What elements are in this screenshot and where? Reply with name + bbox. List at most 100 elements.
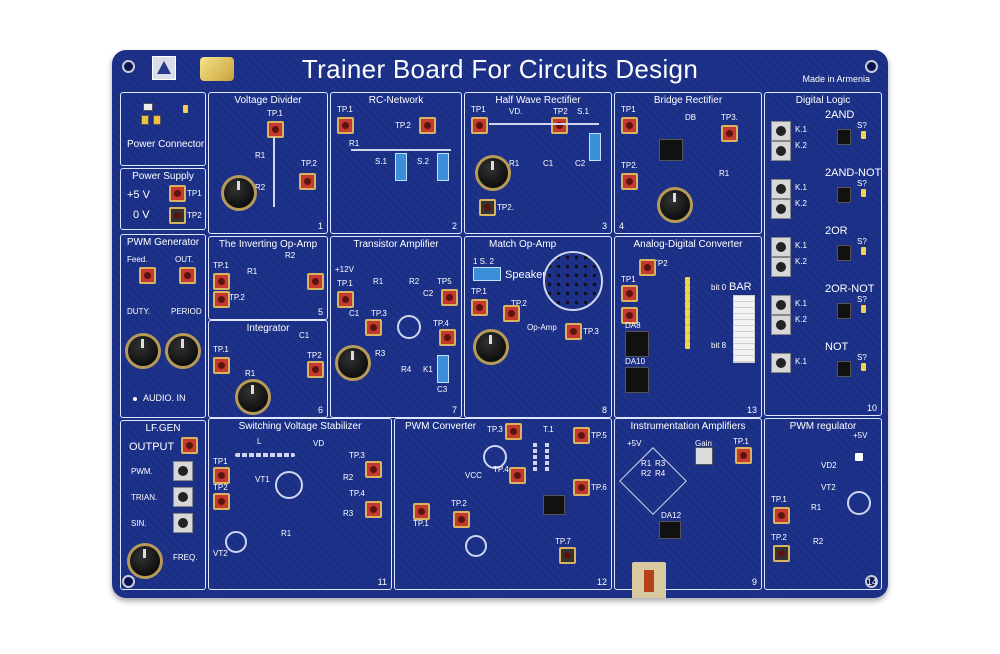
test-point-tp2[interactable] bbox=[307, 361, 324, 378]
pwm-button[interactable] bbox=[173, 461, 193, 481]
tp1-label: TP1 bbox=[187, 189, 202, 198]
s1-label: S.1 bbox=[577, 107, 590, 116]
test-point-tp1[interactable] bbox=[213, 273, 230, 290]
sin-button[interactable] bbox=[173, 513, 193, 533]
test-point-tp1[interactable] bbox=[213, 357, 230, 374]
k1-label: K.1 bbox=[795, 299, 808, 308]
test-point-tp2[interactable] bbox=[639, 259, 656, 276]
gate-input-button-k2[interactable] bbox=[771, 141, 791, 161]
potentiometer-knob[interactable] bbox=[475, 155, 511, 191]
audio-in-label: AUDIO. IN bbox=[143, 393, 186, 403]
panel-number: 9 bbox=[751, 577, 757, 587]
mounting-hole bbox=[122, 575, 135, 588]
gate-input-button-k1[interactable] bbox=[771, 295, 791, 315]
k1-label: K.1 bbox=[795, 183, 808, 192]
potentiometer-knob[interactable] bbox=[221, 175, 257, 211]
test-point-tp2[interactable] bbox=[621, 173, 638, 190]
voltage-divider-title: Voltage Divider bbox=[234, 95, 302, 106]
test-point-tp1[interactable] bbox=[471, 299, 488, 316]
test-point-tp2[interactable] bbox=[213, 493, 230, 510]
gate-chip bbox=[837, 303, 851, 319]
potentiometer-knob[interactable] bbox=[235, 379, 271, 415]
test-point-feed[interactable] bbox=[139, 267, 156, 284]
test-point-tp3[interactable] bbox=[505, 423, 522, 440]
test-point-tp1[interactable] bbox=[621, 117, 638, 134]
test-point-tp2[interactable] bbox=[213, 291, 230, 308]
test-point-tp1[interactable] bbox=[169, 185, 186, 202]
period-knob[interactable] bbox=[165, 333, 201, 369]
gate-input-button-k2[interactable] bbox=[771, 199, 791, 219]
dip-switch-s2[interactable] bbox=[437, 153, 449, 181]
tp2-label: TP.2 bbox=[229, 293, 245, 302]
test-point-tp2[interactable] bbox=[453, 511, 470, 528]
t1-label: T.1 bbox=[543, 425, 554, 434]
test-point-tp3[interactable] bbox=[365, 461, 382, 478]
test-point-tp1[interactable] bbox=[735, 447, 752, 464]
gate-input-button-k1[interactable] bbox=[771, 179, 791, 199]
r4-label: R4 bbox=[401, 365, 412, 374]
test-point-tp1[interactable] bbox=[337, 291, 354, 308]
gate-input-button-k1[interactable] bbox=[771, 237, 791, 257]
pwm-converter-title: PWM Converter bbox=[405, 421, 477, 432]
gain-dip-switch[interactable] bbox=[695, 447, 713, 465]
test-point-tp5[interactable] bbox=[573, 427, 590, 444]
panel-pwm-generator: PWM Generator Feed. OUT. DUTY. PERIOD AU… bbox=[120, 234, 206, 418]
speaker-switch[interactable] bbox=[473, 267, 501, 281]
r1-label: R1 bbox=[247, 267, 258, 276]
potentiometer-knob[interactable] bbox=[473, 329, 509, 365]
test-point-tp2[interactable] bbox=[169, 207, 186, 224]
gate-input-button-k2[interactable] bbox=[771, 257, 791, 277]
test-point-tp2[interactable] bbox=[773, 545, 790, 562]
pwm-regulator-title: PWM regulator bbox=[789, 421, 857, 432]
test-point-tp1[interactable] bbox=[773, 507, 790, 524]
test-point-tp3[interactable] bbox=[721, 125, 738, 142]
test-point-tp6[interactable] bbox=[573, 479, 590, 496]
potentiometer-knob[interactable] bbox=[657, 187, 693, 223]
test-point-out[interactable] bbox=[179, 267, 196, 284]
freq-knob[interactable] bbox=[127, 543, 163, 579]
dip-switch-k1[interactable] bbox=[437, 355, 449, 383]
test-point-tp3[interactable] bbox=[365, 319, 382, 336]
test-point-tp3[interactable] bbox=[565, 323, 582, 340]
gate-input-button-k1[interactable] bbox=[771, 121, 791, 141]
test-point-tp7[interactable] bbox=[559, 547, 576, 564]
trian-button[interactable] bbox=[173, 487, 193, 507]
trian-label: TRIAN. bbox=[131, 493, 158, 502]
r3-label: R3 bbox=[655, 459, 666, 468]
gate-input-button-k2[interactable] bbox=[771, 315, 791, 335]
r2-label: R2 bbox=[255, 183, 266, 192]
test-point-tp2[interactable] bbox=[503, 305, 520, 322]
test-point-tp2b[interactable] bbox=[479, 199, 496, 216]
v5-label: +5V bbox=[627, 439, 642, 448]
led-bar-graph bbox=[733, 295, 755, 363]
test-point-tp5[interactable] bbox=[441, 289, 458, 306]
dip-switch-s1[interactable] bbox=[589, 133, 601, 161]
gate-input-button-k1[interactable] bbox=[771, 353, 791, 373]
panel-power-connector: Power Connector bbox=[120, 92, 206, 166]
test-point-tp1[interactable] bbox=[621, 285, 638, 302]
test-point-in[interactable] bbox=[621, 307, 638, 324]
potentiometer-knob[interactable] bbox=[335, 345, 371, 381]
test-point-tp1[interactable] bbox=[213, 467, 230, 484]
vd-label: VD. bbox=[509, 107, 523, 116]
s1-label: S.1 bbox=[375, 157, 388, 166]
test-point-tp4[interactable] bbox=[439, 329, 456, 346]
test-point-tp2[interactable] bbox=[299, 173, 316, 190]
test-point-tp1[interactable] bbox=[267, 121, 284, 138]
duty-knob[interactable] bbox=[125, 333, 161, 369]
test-point-tp2[interactable] bbox=[551, 117, 568, 134]
test-point-tp1[interactable] bbox=[413, 503, 430, 520]
dip-switch-s1[interactable] bbox=[395, 153, 407, 181]
test-point-tp4[interactable] bbox=[365, 501, 382, 518]
gain-label: Gain bbox=[695, 439, 712, 448]
test-point-output[interactable] bbox=[181, 437, 198, 454]
test-point-out[interactable] bbox=[307, 273, 324, 290]
test-point-tp4[interactable] bbox=[509, 467, 526, 484]
vd-label: VD bbox=[313, 439, 325, 448]
panel-number: 7 bbox=[451, 405, 457, 415]
test-point-tp2[interactable] bbox=[419, 117, 436, 134]
transistor-symbol bbox=[225, 531, 247, 553]
test-point-tp1[interactable] bbox=[471, 117, 488, 134]
panel-pwm-regulator: PWM regulator +5V VD2 VT2 TP.1 R1 TP.2 R… bbox=[764, 418, 882, 590]
test-point-tp1[interactable] bbox=[337, 117, 354, 134]
